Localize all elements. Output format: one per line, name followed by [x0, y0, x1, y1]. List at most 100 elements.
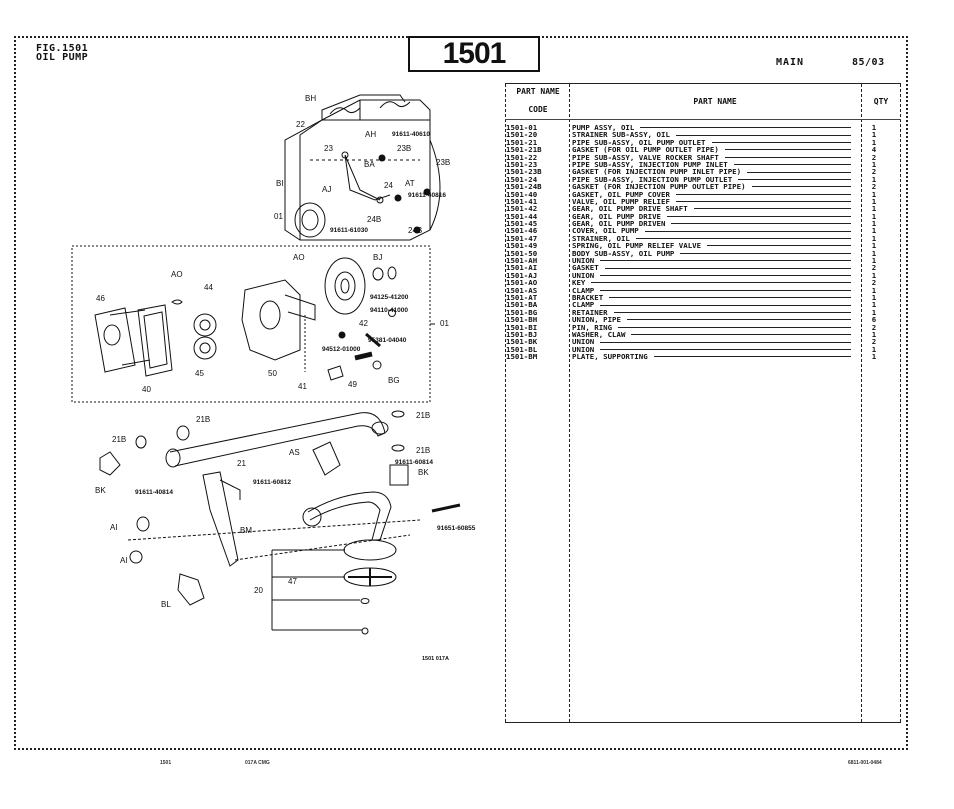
callout-95381-04040: 95381-04040 [368, 337, 407, 344]
callout-bg: BG [388, 376, 400, 385]
callout-94110-41000: 94110-41000 [370, 307, 408, 314]
drive-gear-illustration [324, 257, 366, 315]
callout-bi: BI [276, 179, 284, 188]
part-code: 1501-21B [506, 145, 542, 155]
part-code: 1501-BK [506, 337, 538, 347]
leader-line [600, 275, 851, 276]
part-code: 1501-AI [506, 263, 538, 273]
footer-illustration-ref: 017A CMG [245, 760, 270, 766]
union-bl-illustration [177, 573, 205, 606]
part-code: 1501-20 [506, 130, 538, 140]
part-qty: 1 [871, 344, 877, 354]
exploded-parts-diagram: BH 22 AH 91611-40610 23 23B BA 23B BI AJ… [60, 80, 480, 700]
leader-line [644, 230, 851, 232]
part-name: GASKET, OIL PUMP COVER [569, 191, 859, 198]
diagram-drawing [71, 94, 461, 635]
part-qty: 1 [871, 159, 877, 169]
part-name: GASKET (FOR INJECTION PUMP INLET PIPE) [569, 168, 859, 176]
part-qty: 1 [871, 226, 877, 236]
callout-42: 42 [359, 319, 368, 328]
figure-name: OIL PUMP [36, 52, 89, 63]
part-qty: 1 [871, 130, 877, 140]
leader-line [591, 282, 851, 284]
callout-23b: 23B [397, 144, 412, 153]
pump-gears-illustration [193, 313, 217, 360]
part-code: 1501-46 [506, 226, 538, 236]
part-name: PIPE SUB-ASSY, VALVE ROCKER SHAFT [569, 154, 859, 161]
part-name: PLATE, SUPPORTING [569, 353, 859, 361]
callout-41: 41 [298, 382, 307, 391]
part-qty: 1 [871, 233, 877, 243]
leader-line [640, 127, 851, 129]
callout-01-engine: 01 [274, 212, 283, 221]
column-header-part-name: PART NAME [693, 97, 737, 106]
leader-line [675, 193, 851, 195]
part-name: CLAMP [569, 287, 859, 294]
callout-91611-40610: 91611-40610 [392, 131, 430, 138]
leader-line [733, 164, 851, 166]
part-code: 1501-42 [506, 204, 538, 214]
part-name: COVER, OIL PUMP [569, 227, 859, 235]
leader-line [675, 201, 851, 203]
oil-strainer-illustration [302, 491, 397, 587]
gasket-illustration [137, 304, 173, 377]
callout-91611-40816: 91611-40816 [408, 192, 446, 199]
callout-94125-41200: 94125-41200 [370, 294, 409, 301]
part-qty: 2 [871, 167, 877, 177]
part-code: 1501-BI [506, 322, 538, 332]
part-code: 1501-AT [506, 292, 538, 302]
callout-21b-3: 21B [416, 411, 431, 420]
part-qty: 1 [871, 248, 877, 258]
part-code: 1501-44 [506, 211, 538, 221]
leader-line [724, 156, 851, 158]
callout-bk: BK [95, 486, 106, 495]
part-qty: 4 [871, 145, 877, 155]
part-code: 1501-49 [506, 241, 538, 251]
part-code: 1501-41 [506, 196, 538, 206]
part-code: 1501-BG [506, 307, 538, 317]
part-name: UNION, PIPE [569, 316, 859, 324]
column-header-code: PART NAME CODE [516, 87, 560, 114]
part-code: 1501-21 [506, 137, 538, 147]
callout-50: 50 [268, 369, 277, 378]
callout-91611-61030: 91611-61030 [330, 227, 368, 234]
part-name: GEAR, OIL PUMP DRIVEN [569, 220, 859, 227]
part-qty: 1 [871, 285, 877, 295]
leader-line [604, 267, 851, 269]
callout-ao-2: AO [293, 253, 305, 262]
section-label: MAIN [776, 57, 805, 68]
callout-46: 46 [96, 294, 105, 303]
callout-ao: AO [171, 270, 183, 279]
part-qty: 2 [871, 263, 877, 273]
callout-49: 49 [348, 380, 357, 389]
figure-id: FIG.1501 [36, 43, 89, 54]
part-name: STRAINER SUB-ASSY, OIL [569, 131, 859, 139]
callout-91611-40814: 91611-40814 [135, 489, 173, 496]
oil-pump-assembly-group-box [71, 245, 431, 403]
part-code: 1501-47 [506, 233, 538, 243]
union-bolt-illustration [99, 451, 121, 476]
leader-line [711, 141, 851, 143]
callout-40: 40 [142, 385, 151, 394]
callout-91611-60812: 91611-60812 [253, 479, 291, 486]
callout-21: 21 [237, 459, 246, 468]
column-header-qty: QTY [873, 97, 889, 106]
part-code: 1501-45 [506, 219, 538, 229]
part-name: PIN, RING [569, 324, 859, 331]
